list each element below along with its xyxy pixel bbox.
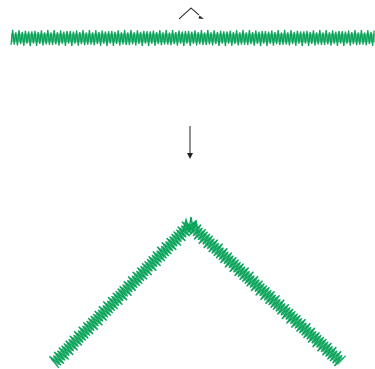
corner-arrow-icon: [179, 8, 204, 19]
down-arrow-icon: [187, 126, 193, 159]
straight-zigzag-stitch: [11, 30, 375, 46]
chevron-zigzag-stitch: [49, 217, 345, 368]
